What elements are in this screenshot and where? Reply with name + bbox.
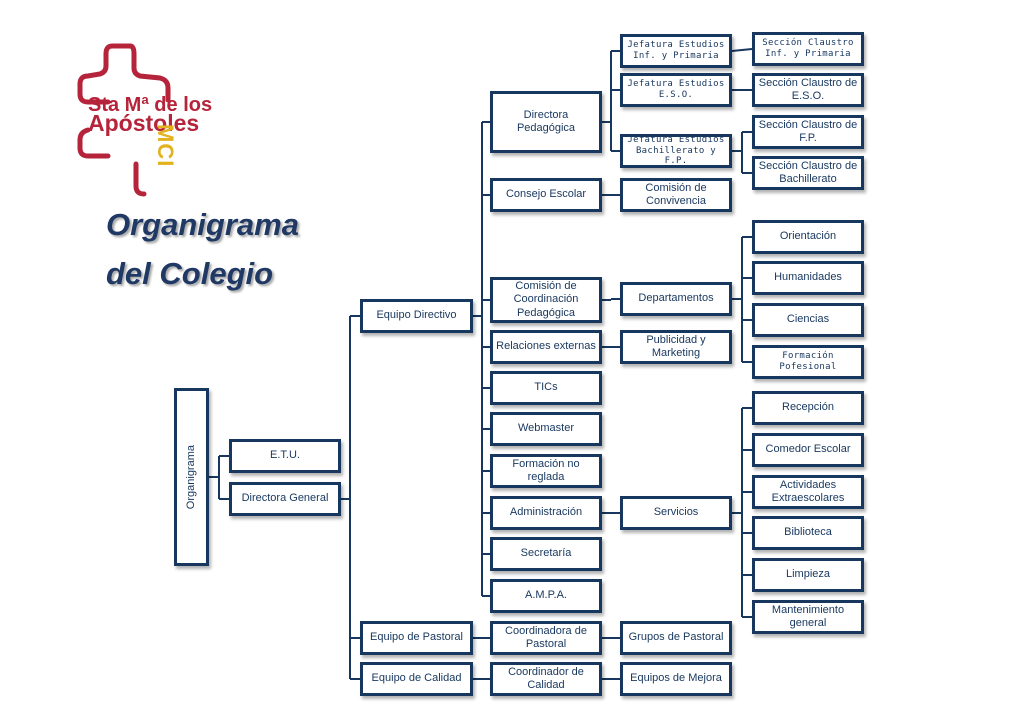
logo-cross-shape: [77, 43, 171, 197]
node-ampa: A.M.P.A.: [490, 579, 602, 613]
node-equipos-mejora: Equipos de Mejora: [620, 662, 732, 696]
node-seccion-fp: Sección Claustro de F.P.: [752, 115, 864, 149]
node-recepcion: Recepción: [752, 391, 864, 425]
node-ciencias: Ciencias: [752, 303, 864, 337]
node-comedor-escolar: Comedor Escolar: [752, 433, 864, 467]
node-organigrama: Organigrama: [174, 388, 209, 566]
node-administracion: Administración: [490, 496, 602, 530]
node-relaciones-externas: Relaciones externas: [490, 330, 602, 364]
node-seccion-bachillerato: Sección Claustro de Bachillerato: [752, 156, 864, 190]
node-webmaster: Webmaster: [490, 412, 602, 446]
node-etu: E.T.U.: [229, 439, 341, 473]
node-secretaria: Secretaría: [490, 537, 602, 571]
page-title-line-1: Organigrama: [106, 207, 299, 242]
school-logo: Sta Mª de los Apóstoles MCI: [60, 40, 230, 200]
node-orientacion: Orientación: [752, 220, 864, 254]
node-formacion-profesional: Formación Pofesional: [752, 345, 864, 379]
node-equipo-calidad: Equipo de Calidad: [360, 662, 473, 696]
connector-line: [731, 48, 753, 52]
node-formacion-no-reglada: Formación no reglada: [490, 454, 602, 488]
node-consejo-escolar: Consejo Escolar: [490, 178, 602, 212]
logo-mark: MCI: [153, 124, 178, 168]
node-equipo-directivo: Equipo Directivo: [360, 299, 473, 333]
node-seccion-inf-primaria: Sección Claustro Inf. y Primaria: [752, 32, 864, 66]
node-biblioteca: Biblioteca: [752, 516, 864, 550]
node-comision-convivencia: Comisión de Convivencia: [620, 178, 732, 212]
node-directora-pedagogica: Directora Pedagógica: [490, 91, 602, 153]
node-seccion-eso: Sección Claustro de E.S.O.: [752, 73, 864, 107]
node-actividades-extraescolares: Actividades Extraescolares: [752, 475, 864, 509]
node-humanidades: Humanidades: [752, 261, 864, 295]
node-tics: TICs: [490, 371, 602, 405]
node-servicios: Servicios: [620, 496, 732, 530]
logo-line-1: Sta Mª de los: [88, 94, 213, 116]
node-publicidad-marketing: Publicidad y Marketing: [620, 330, 732, 364]
node-directora-general: Directora General: [229, 482, 341, 516]
node-equipo-pastoral: Equipo de Pastoral: [360, 621, 473, 655]
node-limpieza: Limpieza: [752, 558, 864, 592]
node-mantenimiento: Mantenimiento general: [752, 600, 864, 634]
node-jefatura-inf-primaria: Jefatura Estudios Inf. y Primaria: [620, 34, 732, 68]
node-jefatura-bach-fp: Jefatura Estudios Bachillerato y F.P.: [620, 134, 732, 168]
node-coordinadora-pastoral: Coordinadora de Pastoral: [490, 621, 602, 655]
page-title-line-2: del Colegio: [106, 256, 274, 291]
node-jefatura-eso: Jefatura Estudios E.S.O.: [620, 73, 732, 107]
logo-line-2: Apóstoles: [88, 110, 200, 136]
node-coordinador-calidad: Coordinador de Calidad: [490, 662, 602, 696]
node-departamentos: Departamentos: [620, 282, 732, 316]
node-comision-coordinacion: Comisión de Coordinación Pedagógica: [490, 277, 602, 323]
node-organigrama-label: Organigrama: [184, 444, 197, 510]
node-grupos-pastoral: Grupos de Pastoral: [620, 621, 732, 655]
